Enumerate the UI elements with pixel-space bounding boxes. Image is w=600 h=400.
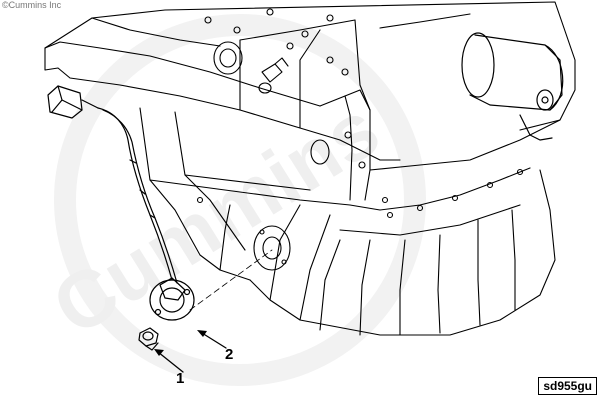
callout-arrowheads [154,330,207,356]
callout-label-2: 2 [225,346,234,363]
engine-block [44,1,576,201]
oil-pan [139,107,556,336]
assembly-centerline [189,249,273,311]
figure-id-label: sd955gu [538,377,597,395]
starter-motor [461,32,564,141]
oil-level-sensor [47,85,195,321]
callout-label-1: 1 [176,370,185,387]
copyright-notice: ©Cummins Inc [2,0,62,10]
callout-leaders [157,332,227,373]
block-fitting [213,41,330,165]
mounting-capscrew [138,327,159,351]
